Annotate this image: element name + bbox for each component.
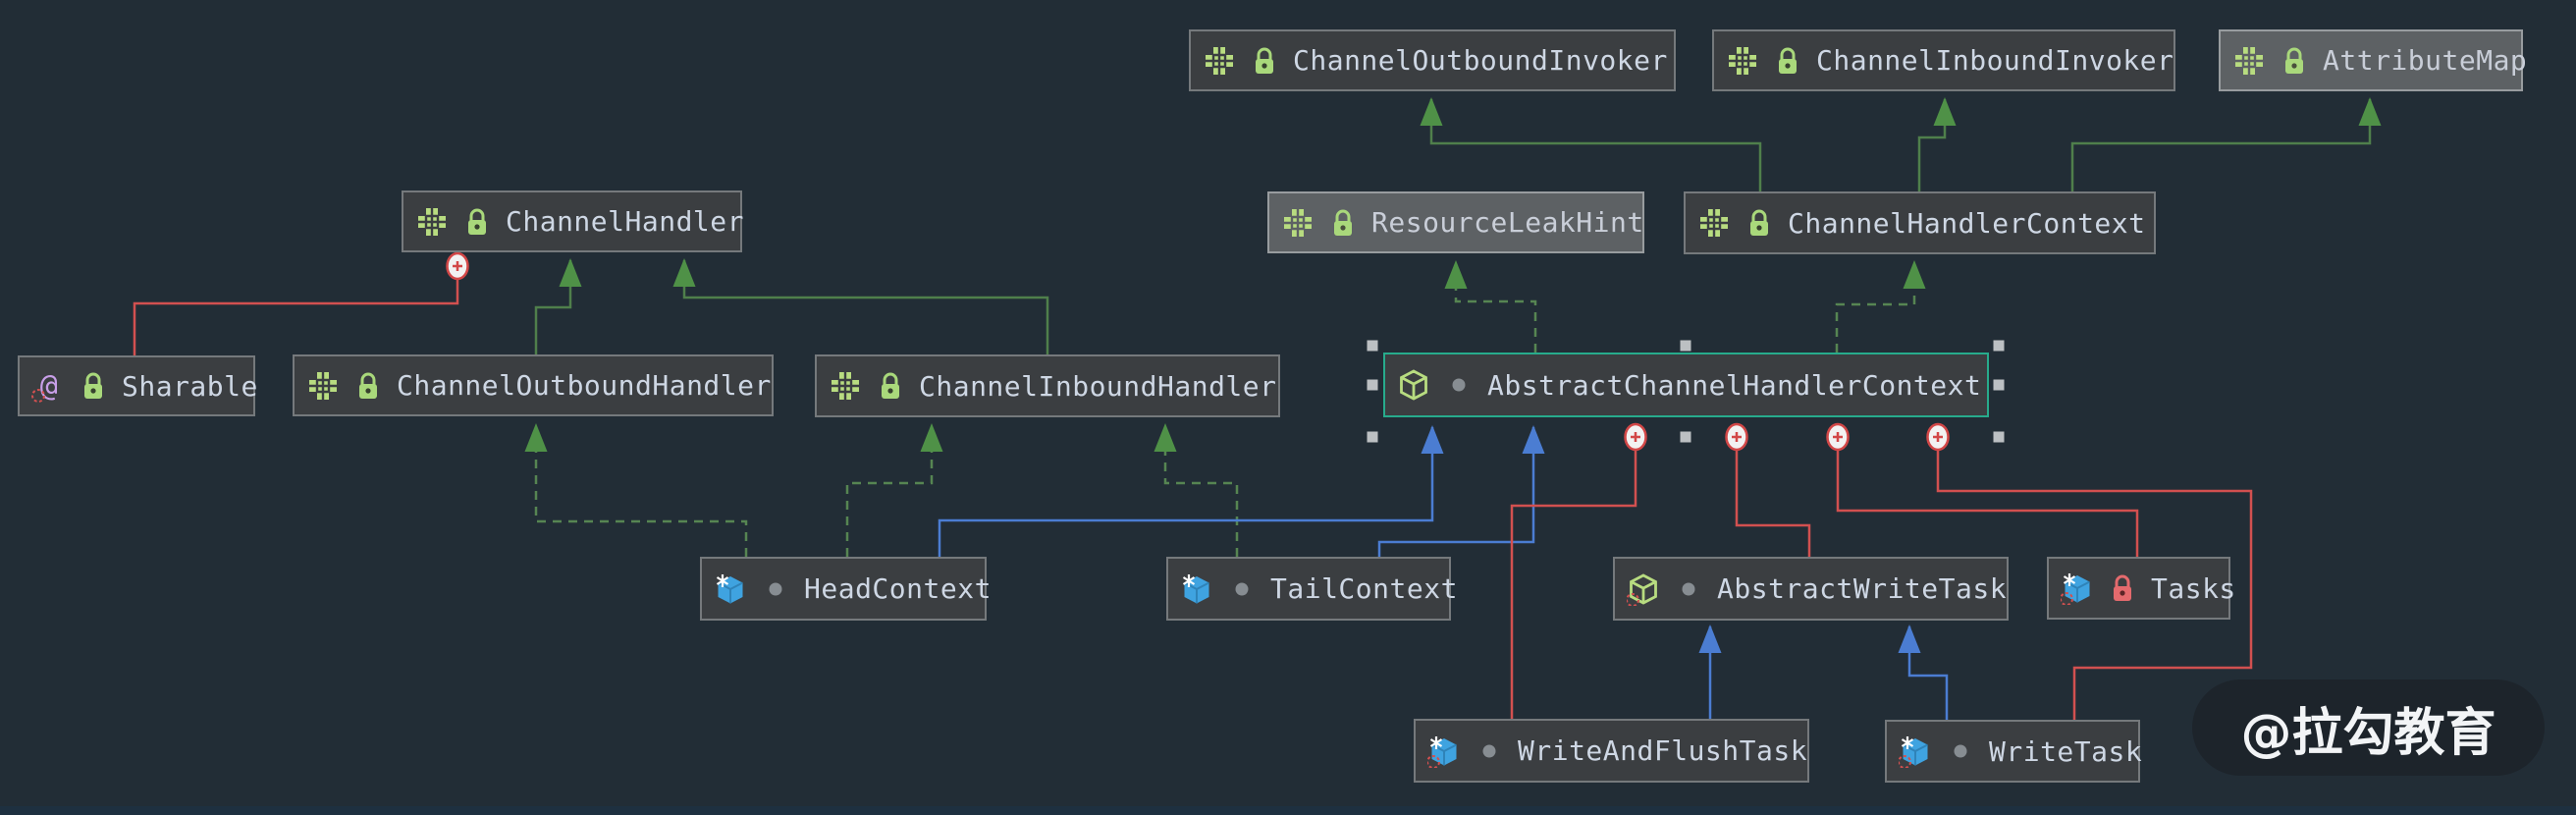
node-label: ChannelInboundHandler [919,369,1277,403]
lock-icon [1743,206,1776,240]
package-private-dot-icon [1944,734,1977,768]
interface-icon [1281,206,1315,240]
edge-achc-implements-resourceleakhint [1444,260,1537,353]
node-head-context[interactable]: HeadContext [700,557,991,621]
edge-writetask-extends-abstractwritetask [1898,625,1949,720]
node-label: Tasks [2151,571,2236,605]
node-abstract-write-task[interactable]: AbstractWriteTask [1613,557,2009,621]
node-channel-inbound-invoker[interactable]: ChannelInboundInvoker [1712,29,2175,91]
plus-anchor-icon [1926,422,1950,452]
edge-tailcontext-implements-inboundhandler [1154,423,1239,557]
final-class-icon [1899,734,1932,768]
node-channel-handler-context[interactable]: ChannelHandlerContext [1684,191,2156,254]
watermark-badge: @拉勾教育 [2192,679,2545,776]
node-channel-outbound-handler[interactable]: ChannelOutboundHandler [293,354,774,416]
lock-icon [1771,44,1804,78]
edge-achc-implements-chc [1835,260,1926,353]
plus-anchor-icon [446,251,469,281]
edge-achc-inner-writeandflushtask [1510,450,1637,719]
edge-chc-extends-outboundinvoker [1420,97,1762,191]
final-class-icon [1427,734,1461,768]
private-lock-icon [2106,571,2139,605]
node-label: WriteTask [1989,734,2143,768]
svg-text:@: @ [40,369,59,403]
node-label: AttributeMap [2323,44,2528,77]
edge-achc-inner-abstractwritetask [1735,450,1811,557]
edge-headcontext-extends-achc [938,425,1444,557]
package-private-dot-icon [1473,734,1506,768]
node-label: TailContext [1270,572,1458,605]
node-channel-inbound-handler[interactable]: ChannelInboundHandler [815,354,1280,417]
lock-icon [874,369,907,403]
node-channel-outbound-invoker[interactable]: ChannelOutboundInvoker [1189,29,1676,91]
lock-icon [351,369,385,403]
package-private-dot-icon [1442,368,1476,402]
node-sharable-annotation[interactable]: @ Sharable [18,355,257,416]
interface-icon [415,205,449,239]
lock-icon [1248,44,1281,78]
final-class-icon [714,572,747,606]
abstract-class-icon [1397,368,1430,402]
edge-achc-inner-tasks [1836,450,2139,557]
edge-channelhandler-inner-sharable [133,279,459,355]
node-label: ChannelOutboundHandler [397,369,772,402]
node-attribute-map[interactable]: AttributeMap [2219,29,2527,91]
node-abstract-channel-handler-context[interactable]: AbstractChannelHandlerContext [1383,353,1989,417]
bottom-edge-strip [0,806,2576,815]
package-private-dot-icon [759,572,792,606]
interface-icon [1726,44,1759,78]
edge-headcontext-implements-inboundhandler [845,423,943,557]
edge-outboundhandler-extends-channelhandler [534,258,582,354]
interface-icon [306,369,340,403]
interface-icon [1203,44,1236,78]
final-class-icon [1180,572,1213,606]
edge-achc-inner-writetask [1936,450,2253,720]
edge-tailcontext-extends-achc [1377,425,1545,557]
package-private-dot-icon [1672,572,1705,606]
annotation-icon: @ [31,369,65,403]
node-tasks[interactable]: Tasks [2047,557,2235,620]
node-label: AbstractWriteTask [1717,572,2008,605]
node-write-and-flush-task[interactable]: WriteAndFlushTask [1414,719,1809,783]
plus-anchor-icon [1826,422,1850,452]
plus-anchor-icon [1624,422,1647,452]
node-label: ChannelHandler [506,205,745,238]
node-tail-context[interactable]: TailContext [1166,557,1457,621]
edge-chc-extends-attributemap [2070,97,2382,191]
interface-icon [1697,206,1731,240]
node-label: HeadContext [804,572,992,605]
interface-icon [2232,44,2266,78]
plus-anchor-icon [1725,422,1748,452]
watermark-text: @拉勾教育 [2240,703,2496,763]
edge-chc-extends-inboundinvoker [1917,97,1957,191]
lock-icon [77,369,110,403]
edge-inboundhandler-extends-channelhandler [672,258,1049,354]
lock-icon [460,205,494,239]
selection-handles [1367,340,2005,443]
lock-icon [1326,206,1360,240]
abstract-class-icon [1627,572,1660,606]
lock-icon [2278,44,2311,78]
node-label: ChannelInboundInvoker [1816,44,2174,77]
inner-class-plus-anchors [446,251,1950,452]
final-class-icon [2061,571,2094,605]
interface-icon [829,369,862,403]
node-label: ChannelOutboundInvoker [1293,44,1668,77]
node-write-task[interactable]: WriteTask [1885,720,2142,783]
node-channel-handler[interactable]: ChannelHandler [402,190,744,252]
node-resource-leak-hint[interactable]: ResourceLeakHint [1267,191,1644,253]
node-label: WriteAndFlushTask [1518,734,1808,767]
node-label: AbstractChannelHandlerContext [1487,368,1982,402]
package-private-dot-icon [1225,572,1259,606]
node-label: ChannelHandlerContext [1788,206,2146,240]
node-label: Sharable [122,369,258,403]
node-label: ResourceLeakHint [1371,206,1644,239]
edge-headcontext-implements-outboundhandler [524,423,748,557]
